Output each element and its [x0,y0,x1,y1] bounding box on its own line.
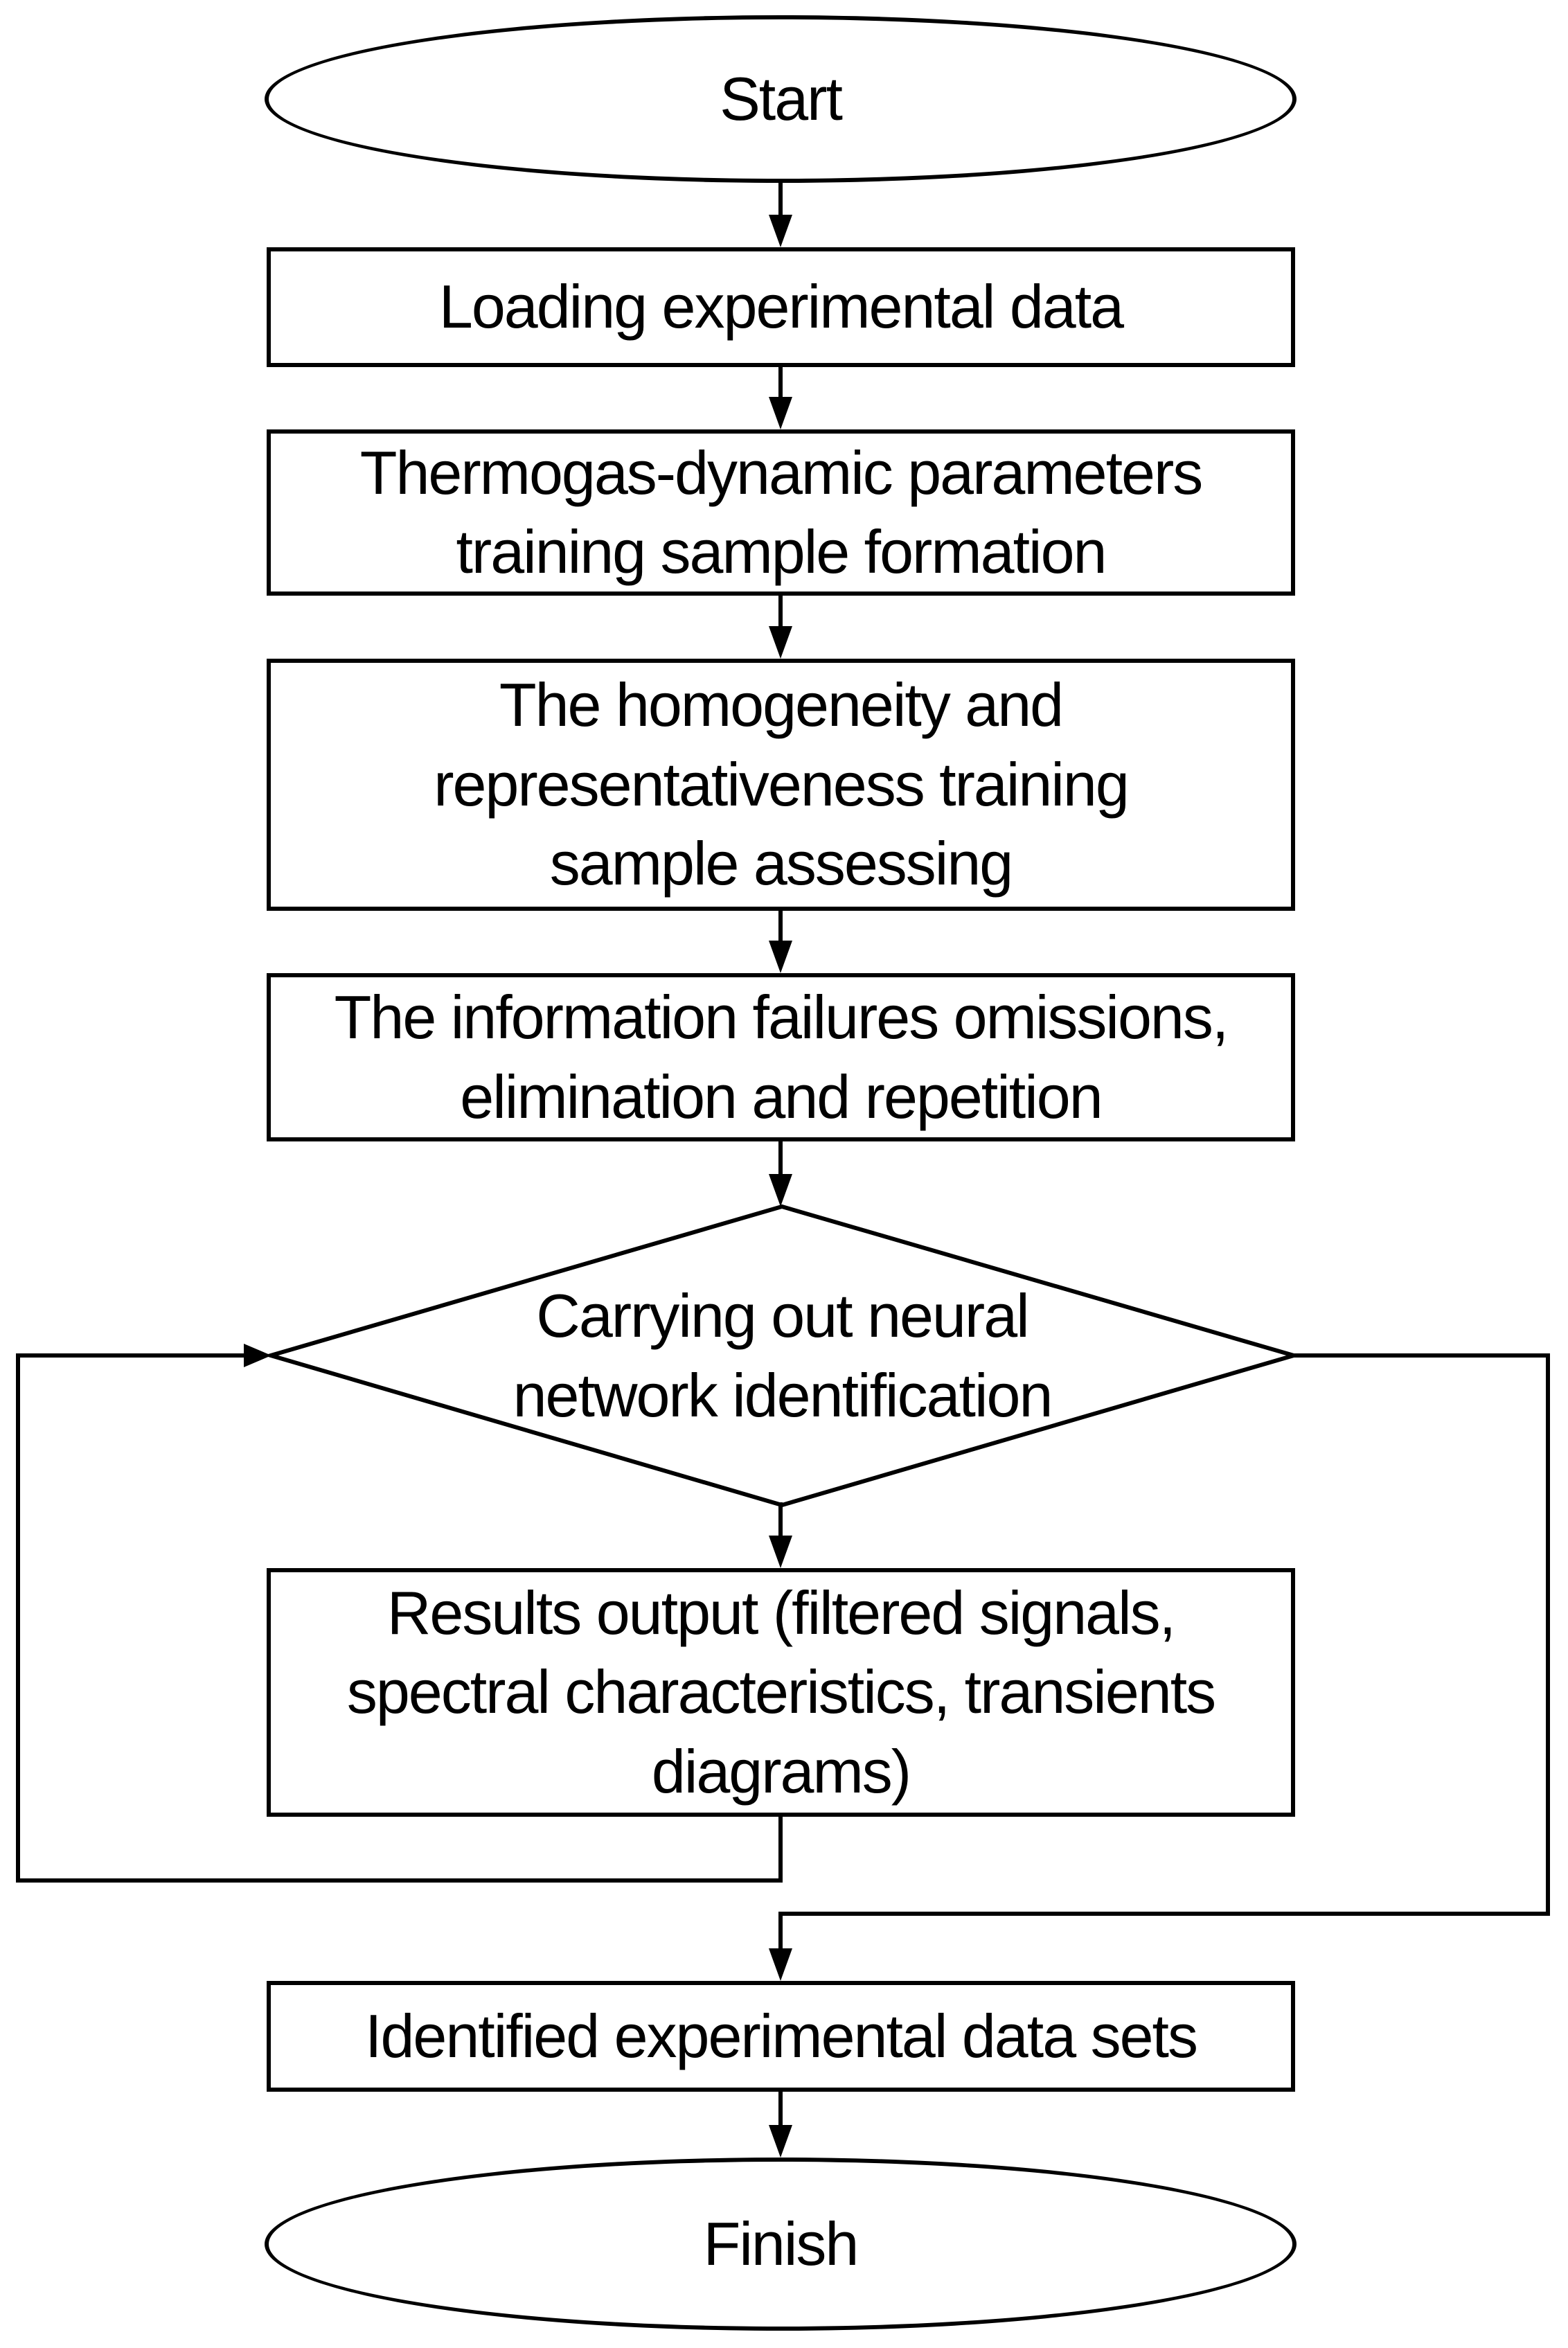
edge-formation-to-homogeneity-line [778,593,783,629]
edge-information-to-identification-line [778,1139,783,1177]
node-homogeneity-label: The homogeneity and representativeness t… [434,670,1130,898]
node-training-sample-formation: Thermogas-dynamic parameters training sa… [267,429,1295,596]
node-finish-label: Finish [703,2209,859,2278]
node-neural-network-identification-decision: Carrying out neural network identificati… [267,1204,1298,1507]
node-start-terminator: Start [265,15,1297,183]
node-results-output: Results output (filtered signals, spectr… [267,1568,1295,1817]
edge-results-loop-into-diamond-line [16,1353,246,1358]
node-identified-label: Identified experimental data sets [365,2001,1198,2070]
node-identified-data-sets: Identified experimental data sets [267,1981,1295,2092]
edge-identification-exit-down-line [1546,1353,1550,1916]
node-sample-assessing: The homogeneity and representativeness t… [267,659,1295,911]
edge-start-to-loading-arrowhead-icon [769,215,792,247]
node-loading-experimental-data: Loading experimental data [267,247,1295,367]
edge-results-loop-left-line [16,1878,783,1883]
edge-identified-to-finish-arrowhead-icon [769,2125,792,2158]
node-failures-elimination: The information failures omissions, elim… [267,973,1295,1141]
node-loading-label: Loading experimental data [438,272,1124,341]
edge-identification-to-results-line [778,1502,783,1538]
node-formation-label: Thermogas-dynamic parameters training sa… [359,438,1204,586]
edge-formation-to-homogeneity-arrowhead-icon [769,626,792,659]
edge-identified-to-finish-line [778,2089,783,2128]
node-information-label: The information failures omissions, elim… [334,983,1229,1131]
node-start-label: Start [720,64,843,133]
node-results-label: Results output (filtered signals, spectr… [346,1578,1216,1806]
edge-identification-exit-into-identified-line [778,1912,783,1950]
node-identification-label: Carrying out neural network identificati… [513,1281,1053,1430]
edge-identification-exit-right-line [1292,1353,1550,1358]
edge-results-loop-arrowhead-icon [244,1344,271,1367]
edge-identification-exit-arrowhead-icon [769,1948,792,1981]
edge-identification-to-results-arrowhead-icon [769,1536,792,1568]
node-finish-terminator: Finish [265,2158,1297,2331]
edge-loading-to-formation-arrowhead-icon [769,397,792,429]
edge-loading-to-formation-line [778,364,783,400]
edge-homogeneity-to-information-line [778,908,783,943]
edge-identification-exit-left-line [778,1912,1550,1916]
edge-results-loop-up-line [16,1353,20,1883]
edge-homogeneity-to-information-arrowhead-icon [769,941,792,973]
edge-results-loop-down-line [778,1815,783,1883]
edge-start-to-loading-line [778,180,783,217]
edge-information-to-identification-arrowhead-icon [769,1174,792,1207]
